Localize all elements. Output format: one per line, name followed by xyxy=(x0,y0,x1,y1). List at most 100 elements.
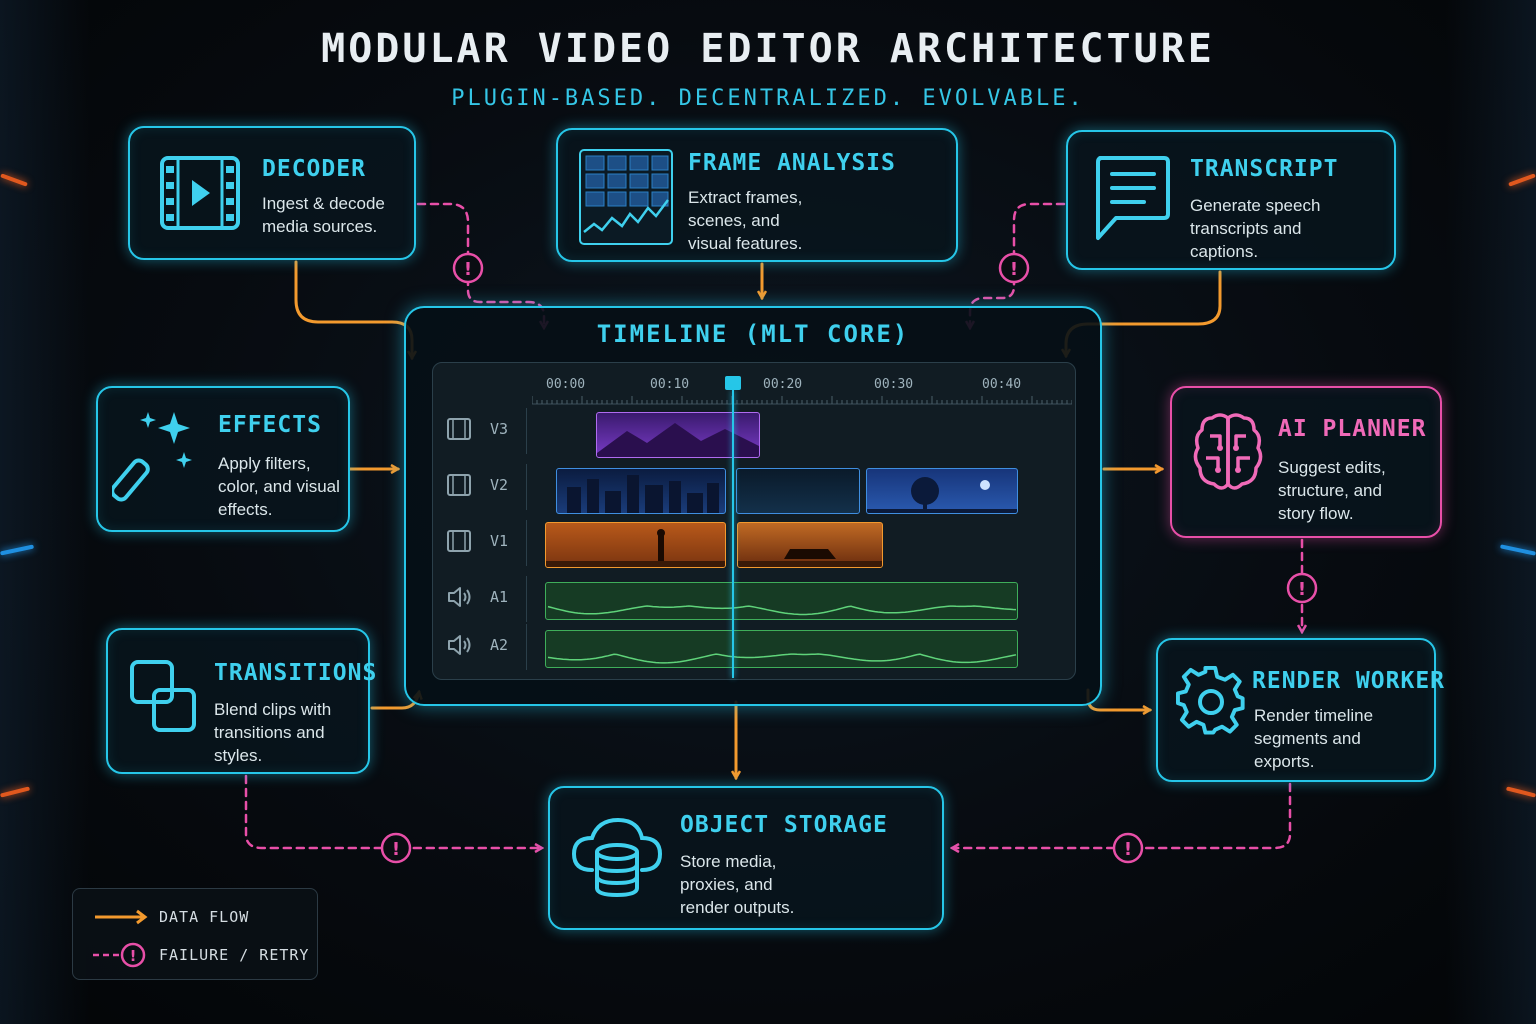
page-subtitle: PLUGIN-BASED. DECENTRALIZED. EVOLVABLE. xyxy=(451,86,1085,111)
timecode-label: 00:10 xyxy=(650,377,690,392)
object-storage-desc: Store media, proxies, and render outputs… xyxy=(680,850,794,919)
svg-text:!: ! xyxy=(1298,579,1306,600)
decoder-desc: Ingest & decode media sources. xyxy=(262,192,385,238)
video-clip-v2-night[interactable] xyxy=(736,468,860,514)
ai-planner-desc: Suggest edits, structure, and story flow… xyxy=(1278,456,1386,525)
frame-analysis-desc: Extract frames, scenes, and visual featu… xyxy=(688,186,802,255)
object-storage-desc-line: proxies, and xyxy=(680,875,773,894)
failure-marker-decoder: ! xyxy=(452,252,484,284)
brain-icon xyxy=(1193,413,1263,490)
failure-marker-ai-planner: ! xyxy=(1286,572,1318,604)
effects-node[interactable]: EFFECTS Apply filters, color, and visual… xyxy=(96,386,350,532)
object-storage-node[interactable]: OBJECT STORAGE Store media, proxies, and… xyxy=(548,786,944,930)
render-worker-desc-line: segments and xyxy=(1254,729,1361,748)
film-strip-icon xyxy=(447,418,471,440)
playhead-handle[interactable] xyxy=(725,376,741,390)
svg-text:!: ! xyxy=(130,947,137,965)
film-strip-icon xyxy=(447,474,471,496)
film-strip-icon xyxy=(447,530,471,552)
transcript-title: TRANSCRIPT xyxy=(1190,156,1339,182)
frame-analysis-desc-line: visual features. xyxy=(688,234,803,253)
video-clip-v2-city[interactable] xyxy=(556,468,726,514)
transitions-desc-line: styles. xyxy=(214,746,263,765)
video-clip-v2-tree[interactable] xyxy=(866,468,1018,514)
playhead[interactable] xyxy=(724,376,744,680)
legend-failure-retry: FAILURE / RETRY xyxy=(159,946,310,964)
page-title: MODULAR VIDEO EDITOR ARCHITECTURE xyxy=(321,26,1215,72)
playhead-line xyxy=(732,390,734,678)
track-label: V1 xyxy=(490,532,509,550)
legend-data-flow: DATA FLOW xyxy=(159,908,250,926)
edge-decoder-to-timeline xyxy=(294,260,412,358)
transitions-desc-line: Blend clips with xyxy=(214,700,332,719)
transitions-desc: Blend clips with transitions and styles. xyxy=(214,698,331,767)
decoder-desc-line: Ingest & decode xyxy=(262,194,385,213)
overlapping-squares-icon xyxy=(130,660,196,732)
ai-planner-title: AI PLANNER xyxy=(1278,416,1427,442)
effects-desc-line: color, and visual xyxy=(218,477,340,496)
gear-icon xyxy=(1176,666,1245,735)
timecode-label: 00:30 xyxy=(874,377,914,392)
effects-title: EFFECTS xyxy=(218,412,322,438)
film-play-icon xyxy=(160,156,240,230)
left-wall-glow xyxy=(0,0,90,1024)
ai-planner-node[interactable]: AI PLANNER Suggest edits, structure, and… xyxy=(1170,386,1442,538)
transcript-desc-line: captions. xyxy=(1190,242,1259,261)
decoder-desc-line: media sources. xyxy=(262,217,378,236)
frame-analysis-desc-line: Extract frames, xyxy=(688,188,803,207)
track-header-a2: A2 xyxy=(434,624,527,670)
retry-transcript xyxy=(970,202,1066,328)
transcript-desc-line: Generate speech xyxy=(1190,196,1321,215)
track-label: V2 xyxy=(490,476,509,494)
object-storage-desc-line: render outputs. xyxy=(680,898,795,917)
render-worker-title: RENDER WORKER xyxy=(1252,668,1446,694)
audio-clip-a1[interactable] xyxy=(545,582,1018,620)
transitions-node[interactable]: TRANSITIONS Blend clips with transitions… xyxy=(106,628,376,774)
audio-clip-a2[interactable] xyxy=(545,630,1018,668)
object-storage-title: OBJECT STORAGE xyxy=(680,812,888,838)
failure-marker-render-worker: ! xyxy=(1112,832,1144,864)
track-header-v2: V2 xyxy=(434,464,527,510)
right-wall-glow xyxy=(1446,0,1536,1024)
data-flow-arrow-icon xyxy=(95,909,148,925)
transitions-title: TRANSITIONS xyxy=(214,660,378,686)
svg-text:!: ! xyxy=(464,259,472,280)
svg-text:!: ! xyxy=(1124,839,1132,860)
video-clip-v1-figure[interactable] xyxy=(545,522,726,568)
ai-planner-desc-line: story flow. xyxy=(1278,504,1354,523)
speaker-icon xyxy=(448,635,471,655)
track-header-v3: V3 xyxy=(434,408,527,454)
video-clip-v1-car[interactable] xyxy=(737,522,883,568)
timecode-label: 00:00 xyxy=(546,377,586,392)
magic-wand-icon xyxy=(112,412,192,502)
failure-markers: ! ! ! ! ! xyxy=(380,252,1318,864)
object-storage-desc-line: Store media, xyxy=(680,852,777,871)
decoder-title: DECODER xyxy=(262,156,366,182)
timecode-label: 00:20 xyxy=(763,377,803,392)
ai-planner-desc-line: Suggest edits, xyxy=(1278,458,1386,477)
render-worker-desc: Render timeline segments and exports. xyxy=(1254,704,1373,773)
effects-desc: Apply filters, color, and visual effects… xyxy=(218,452,340,521)
speech-bubble-icon xyxy=(1096,156,1170,240)
frame-analysis-node[interactable]: FRAME ANALYSIS Extract frames, scenes, a… xyxy=(556,128,958,262)
failure-marker-transitions: ! xyxy=(380,832,412,864)
effects-desc-line: Apply filters, xyxy=(218,454,311,473)
transcript-desc: Generate speech transcripts and captions… xyxy=(1190,194,1320,263)
decoder-node[interactable]: DECODER Ingest & decode media sources. xyxy=(128,126,416,260)
render-worker-node[interactable]: RENDER WORKER Render timeline segments a… xyxy=(1156,638,1444,782)
failure-marker-transcript: ! xyxy=(998,252,1030,284)
transitions-desc-line: transitions and xyxy=(214,723,325,742)
time-ruler xyxy=(532,396,1072,405)
frame-grid-chart-icon xyxy=(579,149,673,245)
timeline-title: TIMELINE (MLT CORE) xyxy=(596,320,910,348)
effects-desc-line: effects. xyxy=(218,500,273,519)
retry-transitions xyxy=(244,774,542,848)
transcript-node[interactable]: TRANSCRIPT Generate speech transcripts a… xyxy=(1066,130,1396,270)
track-header-v1: V1 xyxy=(434,520,527,566)
speaker-icon xyxy=(448,587,471,607)
frame-analysis-desc-line: scenes, and xyxy=(688,211,780,230)
render-worker-desc-line: Render timeline xyxy=(1254,706,1374,725)
track-label: A1 xyxy=(490,588,509,606)
timecode-label: 00:40 xyxy=(982,377,1022,392)
